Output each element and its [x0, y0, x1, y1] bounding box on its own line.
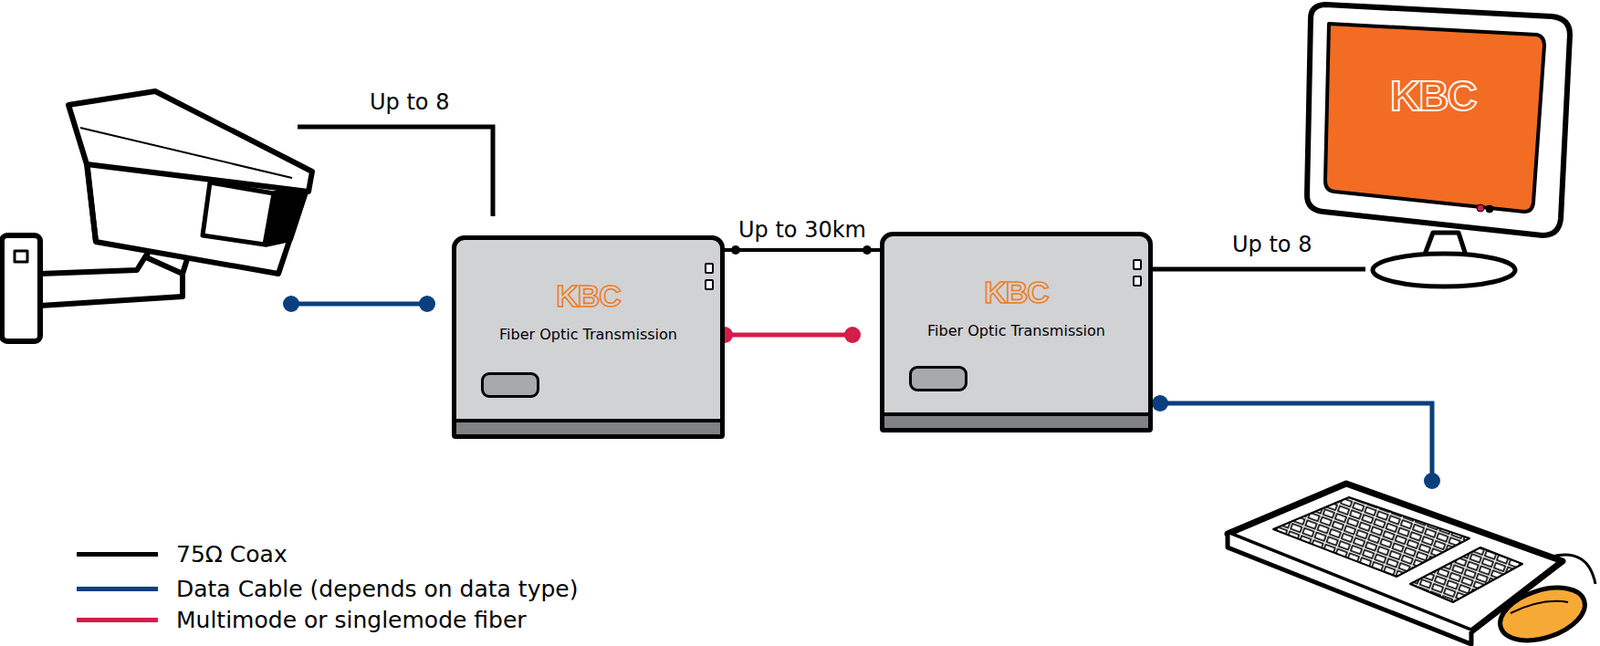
- box-caption: Fiber Optic Transmission: [456, 325, 721, 344]
- drawing-part: [291, 302, 428, 307]
- legend-swatch: [76, 617, 158, 623]
- drawing-part: [202, 182, 274, 245]
- drawing-part: [86, 164, 96, 242]
- drawing-part: [282, 295, 300, 313]
- legend-text: Multimode or singlemode fiber: [176, 606, 527, 634]
- drawing-part: [1476, 204, 1485, 212]
- length-label: Up to 30km: [735, 217, 869, 243]
- port: [704, 279, 714, 291]
- camera: [1, 91, 313, 342]
- drawing-part: [1151, 395, 1169, 412]
- drawing-part: [1, 235, 41, 342]
- box-caption: Fiber Optic Transmission: [884, 322, 1149, 340]
- drawing-part: [1325, 23, 1545, 212]
- box-base: [451, 418, 725, 440]
- logo-text: KBC: [456, 278, 721, 314]
- coax-cable: [297, 126, 493, 217]
- drawing-part: [264, 191, 306, 245]
- drawing-part: [1485, 205, 1494, 213]
- drawing-part: [68, 91, 313, 192]
- length-label: Up to 8: [1232, 231, 1312, 258]
- length-label: Up to 8: [369, 89, 450, 116]
- drawing-part: [1551, 554, 1596, 585]
- drawing-part: [1410, 547, 1523, 603]
- data-cable: [282, 295, 436, 313]
- drawing-part: [844, 326, 861, 344]
- drawing-part: [1493, 577, 1591, 646]
- legend-swatch: [76, 552, 158, 557]
- legend-text: 75Ω Coax: [176, 541, 288, 568]
- keyboard: [1227, 483, 1596, 646]
- transmitter-box: KBC Fiber Optic Transmission: [451, 235, 725, 440]
- coax-connector: [724, 245, 880, 255]
- monitor: [1307, 4, 1570, 287]
- legend-swatch: [76, 586, 158, 592]
- fiber-cable: [716, 326, 861, 344]
- drawing-part: [1423, 472, 1441, 490]
- screen-logo: KBC: [1390, 71, 1476, 121]
- box-base: [879, 412, 1153, 433]
- drawing-part: [80, 127, 293, 178]
- cable-end: [731, 245, 741, 255]
- drawing-part: [1273, 497, 1470, 577]
- drawing-part: [1160, 403, 1433, 482]
- legend-text: Data Cable (depends on data type): [176, 575, 578, 603]
- coax-line: [724, 248, 880, 252]
- drawing-part: [1510, 601, 1569, 614]
- cable-end: [862, 245, 872, 255]
- drawing-part: [418, 295, 436, 313]
- data-cable: [1151, 395, 1441, 490]
- logo-text: KBC: [884, 274, 1149, 311]
- drawing-part: [1372, 253, 1516, 287]
- port: [1132, 259, 1142, 271]
- drawing-part: [724, 333, 853, 338]
- box-button: [481, 372, 540, 398]
- port: [704, 262, 714, 274]
- transmitter-box: KBC Fiber Optic Transmission: [879, 231, 1153, 433]
- port: [1132, 275, 1142, 287]
- drawing-part: [1307, 4, 1570, 236]
- drawing-part: [14, 250, 28, 262]
- box-button: [909, 366, 968, 392]
- coax-cable: [1152, 267, 1366, 272]
